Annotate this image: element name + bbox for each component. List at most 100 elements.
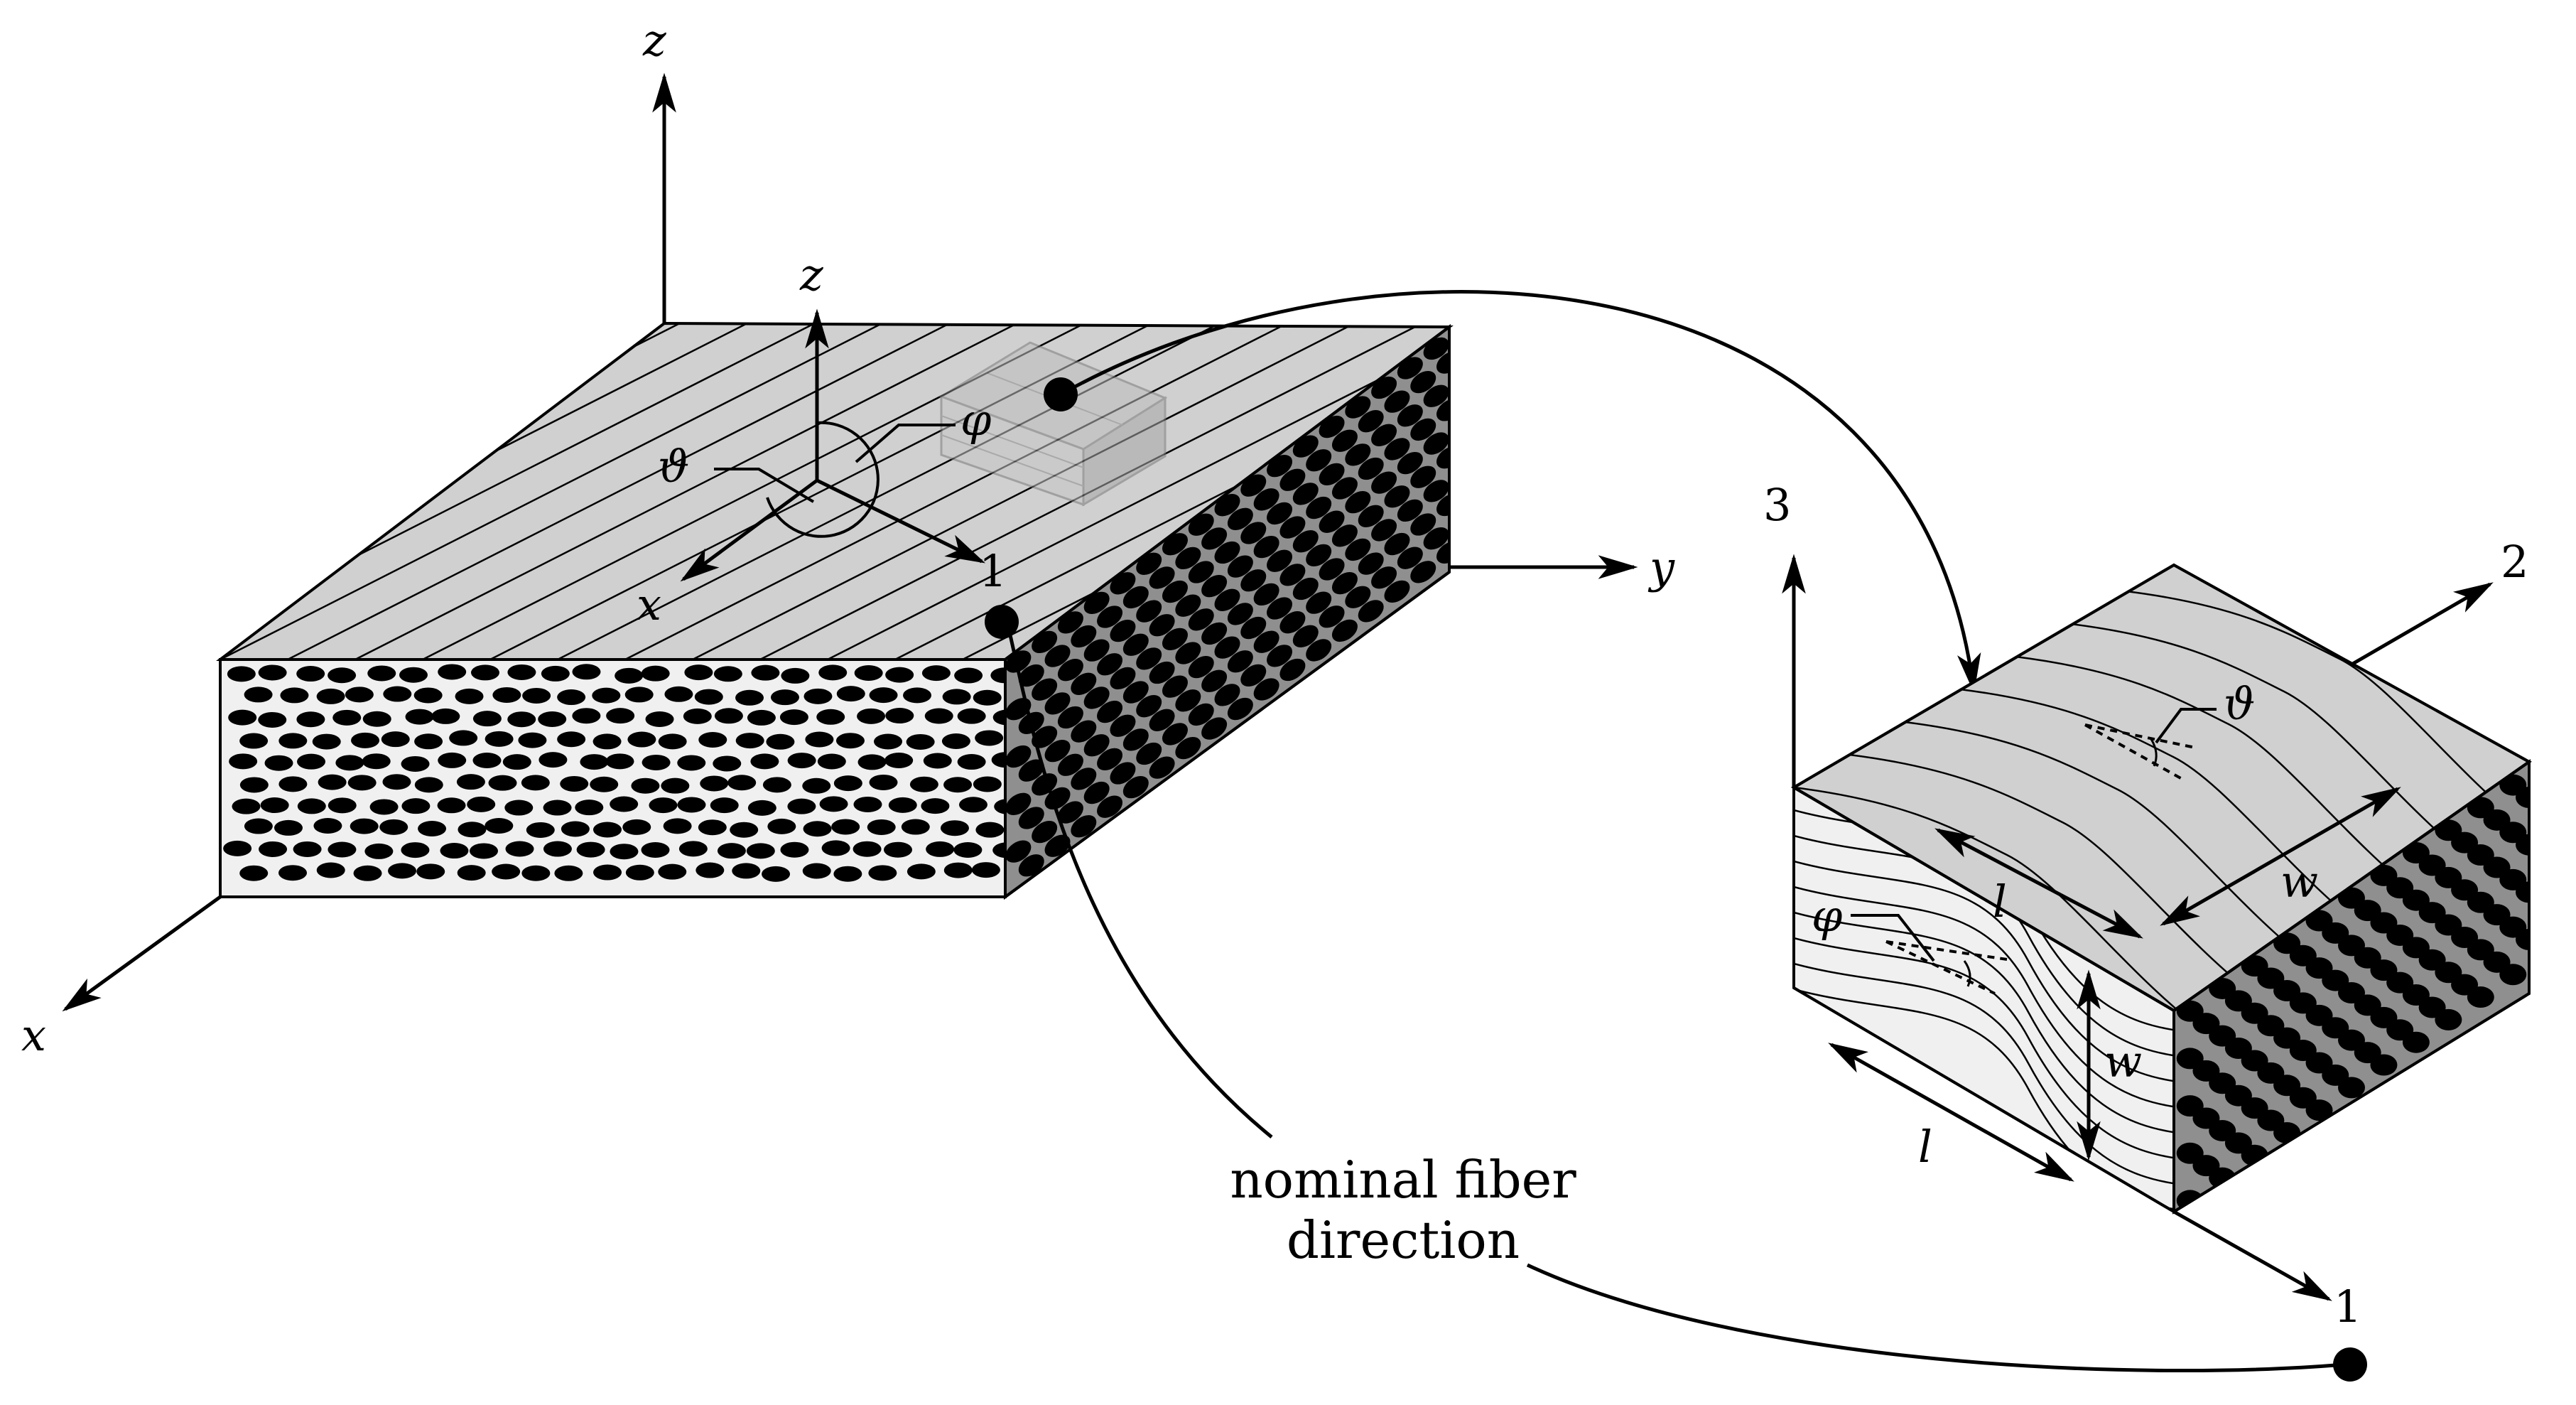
fiber-cross-section [2338, 1077, 2365, 1099]
fiber-cross-section [1410, 513, 1436, 536]
fiber-cross-section [1018, 759, 1044, 782]
fiber-cross-section [677, 797, 706, 813]
fiber-cross-section [658, 863, 687, 880]
fiber-cross-section [888, 797, 917, 813]
fiber-cross-section [1188, 655, 1214, 679]
fiber-cross-section [1358, 410, 1384, 433]
fiber-cross-section [1240, 664, 1267, 687]
fiber-cross-section [1397, 451, 1423, 475]
fiber-cross-section [1083, 781, 1110, 804]
fiber-cross-section [470, 664, 499, 681]
fiber-cross-section [606, 708, 635, 724]
fiber-cross-section [954, 667, 983, 684]
fiber-cross-section [1032, 678, 1058, 701]
fiber-cross-section [1057, 659, 1083, 682]
fiber-cross-section [1188, 703, 1214, 726]
fiber-cross-section [1188, 561, 1214, 583]
fiber-cross-section [1331, 429, 1358, 452]
fiber-cross-section [1423, 527, 1449, 550]
fiber-cross-section [1018, 807, 1044, 829]
fiber-cross-section [735, 689, 764, 706]
fiber-cross-section [1397, 404, 1423, 427]
fiber-cross-section [1253, 535, 1279, 559]
fiber-cross-section [438, 664, 467, 680]
fiber-cross-section [1436, 493, 1449, 517]
fiber-cross-section [641, 841, 670, 858]
fiber-cross-section [1071, 672, 1097, 695]
fiber-cross-section [1253, 488, 1279, 511]
fiber-cross-section [507, 664, 536, 680]
fiber-cross-section [1279, 468, 1306, 491]
fiber-cross-section [958, 797, 987, 813]
fiber-cross-section [1175, 736, 1201, 760]
fiber-cross-section [592, 687, 621, 704]
dim-w-top-label: w [2280, 856, 2318, 908]
fiber-cross-section [631, 777, 660, 794]
fiber-cross-section [345, 687, 374, 703]
fiber-cross-section [1097, 795, 1123, 818]
fiber-cross-section [470, 843, 499, 859]
fiber-cross-section [1292, 483, 1319, 505]
fiber-cross-section [239, 733, 269, 749]
fiber-cross-section [1331, 524, 1358, 547]
fiber-cross-section [293, 841, 322, 857]
fiber-cross-section [1005, 840, 1032, 863]
fiber-cross-section [1136, 600, 1162, 623]
fiber-cross-section [1214, 684, 1240, 706]
wavy-fiber-line [1794, 885, 2174, 1109]
fiber-cross-section [239, 865, 269, 881]
fiber-cross-section [1149, 614, 1175, 637]
fiber-cross-section [868, 865, 897, 881]
fiber-cross-section [994, 798, 1005, 814]
fiber-cross-section [953, 841, 983, 858]
micro-1-axis [2172, 1210, 2332, 1301]
fiber-cross-section [543, 841, 572, 857]
fiber-cross-section [1110, 667, 1136, 690]
fiber-cross-section [1345, 443, 1371, 466]
fiber-cross-section [264, 755, 293, 771]
fiber-cross-section [1083, 734, 1110, 757]
fiber-cross-section [1044, 739, 1071, 763]
macro-front-fibers [223, 664, 1005, 882]
micro-1-label: 1 [2334, 1281, 2361, 1333]
fiber-cross-section [1384, 532, 1410, 556]
fiber-cross-section [779, 709, 808, 726]
fiber-cross-section [713, 666, 742, 682]
fiber-cross-section [502, 754, 531, 770]
fiber-cross-section [1358, 505, 1384, 527]
wavy-fiber-line [1849, 753, 2248, 990]
fiber-cross-section [1201, 575, 1228, 598]
fiber-cross-section [561, 821, 590, 837]
micro-theta-angle: ϑ [2084, 678, 2255, 782]
fiber-cross-section [1083, 687, 1110, 709]
fiber-cross-section [449, 730, 478, 746]
fiber-cross-section [942, 689, 971, 705]
fiber-cross-section [1057, 706, 1083, 729]
fiber-cross-section [572, 664, 601, 680]
fiber-cross-section [1436, 541, 1449, 564]
fiber-cross-section [557, 689, 586, 706]
fiber-cross-section [1253, 630, 1279, 653]
fiber-cross-section [766, 733, 795, 750]
theta-label: ϑ [658, 441, 689, 492]
phi-angle-arc [766, 421, 880, 538]
fiber-cross-section [328, 841, 357, 858]
fiber-cross-section [347, 775, 377, 791]
fiber-cross-section [431, 708, 460, 724]
fiber-cross-section [1267, 597, 1293, 620]
fiber-cross-section [835, 733, 865, 749]
fiber-cross-section [1122, 728, 1149, 751]
fiber-cross-section [1044, 834, 1071, 857]
fiber-cross-section [232, 798, 261, 814]
fiber-line [0, 190, 199, 660]
rve-connector-curve [1059, 290, 1981, 694]
fiber-cross-section [1384, 580, 1410, 603]
fiber-cross-section [1149, 566, 1175, 589]
fiber-cross-section [817, 753, 846, 770]
fiber-cross-section [624, 687, 654, 703]
fiber-cross-section [1319, 463, 1345, 486]
fiber-direction-curve-right [1526, 1263, 2345, 1373]
fiber-cross-section [351, 732, 380, 748]
fiber-cross-section [821, 840, 850, 856]
